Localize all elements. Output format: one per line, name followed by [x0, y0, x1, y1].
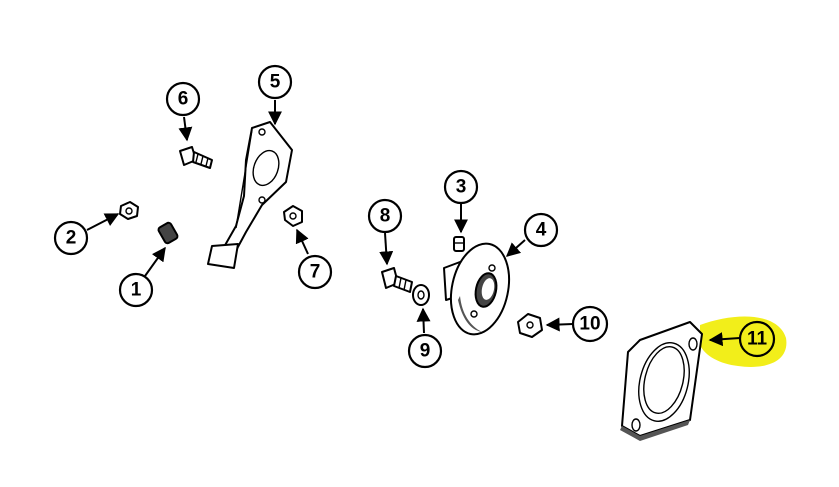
leader-6 — [178, 116, 193, 142]
leader-9 — [416, 307, 431, 334]
callout-1-label: 1 — [131, 280, 142, 301]
bracket-plate-part[interactable] — [207, 121, 293, 269]
callout-5-label: 5 — [270, 72, 281, 93]
callout-9-label: 9 — [420, 341, 431, 362]
leader-1 — [144, 246, 166, 277]
callout-5: 5 — [257, 64, 293, 100]
callout-9: 9 — [407, 333, 443, 369]
callout-10: 10 — [571, 305, 609, 343]
washer-part-9[interactable] — [412, 284, 430, 306]
callout-3: 3 — [443, 169, 479, 205]
callout-6: 6 — [165, 81, 201, 117]
callout-2: 2 — [53, 220, 89, 256]
callout-2-label: 2 — [66, 228, 77, 249]
callout-11-label: 11 — [747, 329, 768, 350]
callout-8-label: 8 — [380, 206, 391, 227]
bolt-part-8[interactable] — [381, 267, 413, 293]
callout-11: 11 — [738, 320, 776, 358]
nut-part-2[interactable] — [119, 201, 139, 220]
callout-4-label: 4 — [536, 220, 547, 241]
callout-7-label: 7 — [310, 262, 321, 283]
leader-7 — [295, 228, 309, 255]
leader-2 — [86, 213, 120, 231]
gasket-part-11[interactable] — [620, 321, 703, 441]
callout-7: 7 — [297, 254, 333, 290]
callout-3-label: 3 — [456, 177, 467, 198]
leader-11 — [708, 332, 741, 347]
callout-8: 8 — [367, 198, 403, 234]
leader-10 — [545, 317, 574, 332]
callout-4: 4 — [523, 212, 559, 248]
hub-flange-part-4[interactable] — [443, 238, 517, 340]
callout-1: 1 — [118, 272, 154, 308]
bolt-part-6[interactable] — [179, 146, 213, 169]
setscrew-part-1[interactable] — [157, 221, 179, 245]
nut-part-10[interactable] — [517, 313, 543, 338]
setscrew-part-3[interactable] — [453, 236, 465, 252]
leader-4 — [505, 239, 526, 257]
nut-part-7[interactable] — [283, 205, 303, 227]
callout-10-label: 10 — [579, 314, 600, 335]
leader-8 — [379, 232, 394, 266]
callout-6-label: 6 — [178, 89, 189, 110]
